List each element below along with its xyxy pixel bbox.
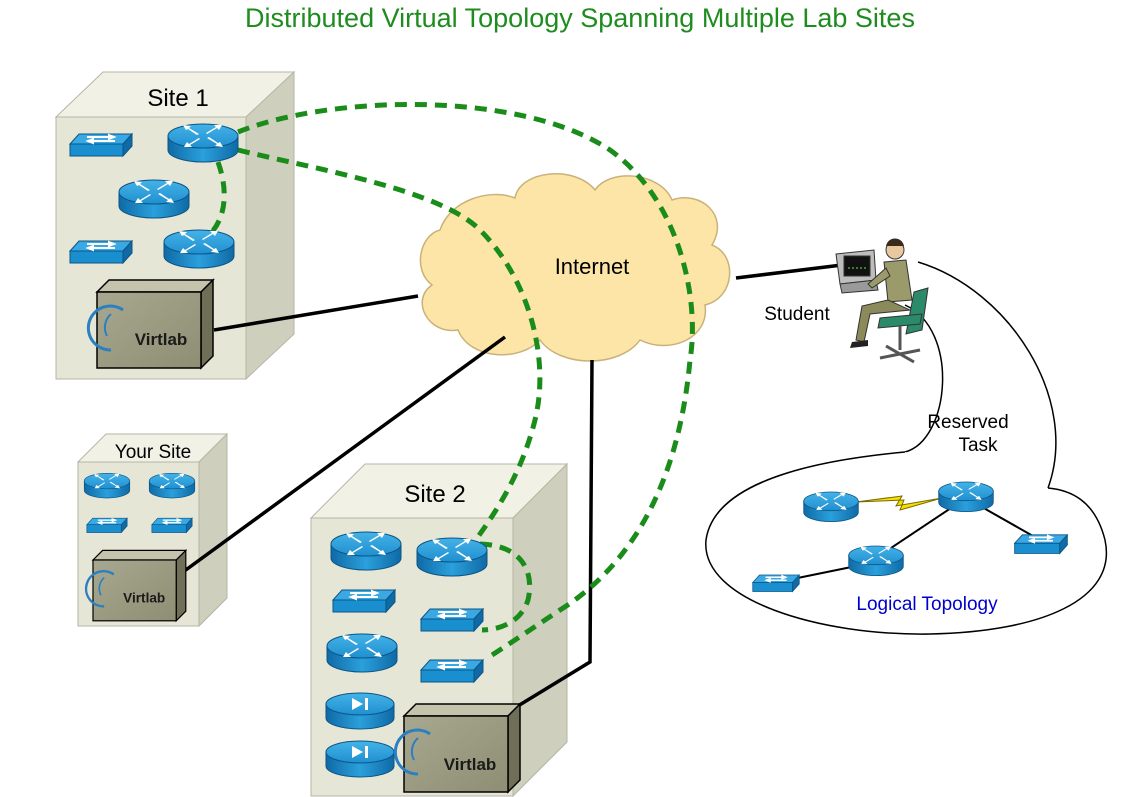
switch-icon[interactable] [69, 133, 133, 157]
reserved-task-link [917, 261, 1057, 489]
physical-links [181, 263, 843, 714]
site-1-label: Site 1 [147, 85, 208, 112]
reserved-task-label-line2: Task [958, 435, 998, 456]
router-icon[interactable] [848, 545, 904, 576]
router-icon[interactable] [83, 472, 131, 499]
ip-phone-icon[interactable] [325, 740, 395, 778]
virtlab-server-icon: Virtlab [84, 549, 188, 622]
logical-topology-label: Logical Topology [856, 594, 998, 615]
logical-topology [752, 481, 1069, 593]
virtlab-server-icon: Virtlab [86, 278, 215, 370]
switch-icon[interactable] [1013, 533, 1069, 555]
virtlab-server-icon: Virtlab [393, 702, 522, 794]
router-icon[interactable] [148, 472, 196, 499]
router-icon[interactable] [416, 537, 488, 577]
router-icon[interactable] [326, 633, 398, 673]
ip-phone-icon[interactable] [325, 692, 395, 730]
router-icon[interactable] [330, 531, 402, 571]
router-icon[interactable] [938, 481, 994, 512]
your-site-label: Your Site [115, 442, 191, 463]
internet-label: Internet [555, 254, 630, 279]
reserved-task-label-line1: Reserved [927, 412, 1008, 433]
virtual-links [210, 101, 695, 658]
switch-icon[interactable] [752, 574, 800, 593]
student-label: Student [764, 304, 830, 325]
virtlab-logo-text: Virtlab [444, 755, 497, 774]
virtlab-logo-text: Virtlab [135, 330, 188, 349]
switch-icon[interactable] [420, 659, 484, 683]
router-icon[interactable] [118, 179, 190, 219]
switch-icon[interactable] [86, 517, 128, 534]
router-icon[interactable] [163, 229, 235, 269]
switch-icon[interactable] [151, 517, 193, 534]
virtlab-logo-text: Virtlab [123, 590, 165, 605]
diagram-title: Distributed Virtual Topology Spanning Mu… [245, 3, 915, 33]
switch-icon[interactable] [332, 589, 396, 613]
cloud-icon [419, 173, 731, 362]
router-icon[interactable] [803, 491, 859, 522]
switch-icon[interactable] [69, 240, 133, 264]
site-2-label: Site 2 [404, 481, 465, 508]
your-site-rack [76, 432, 229, 628]
student-workstation-icon[interactable] [835, 238, 929, 364]
router-icon[interactable] [167, 123, 239, 163]
switch-icon[interactable] [420, 608, 484, 632]
